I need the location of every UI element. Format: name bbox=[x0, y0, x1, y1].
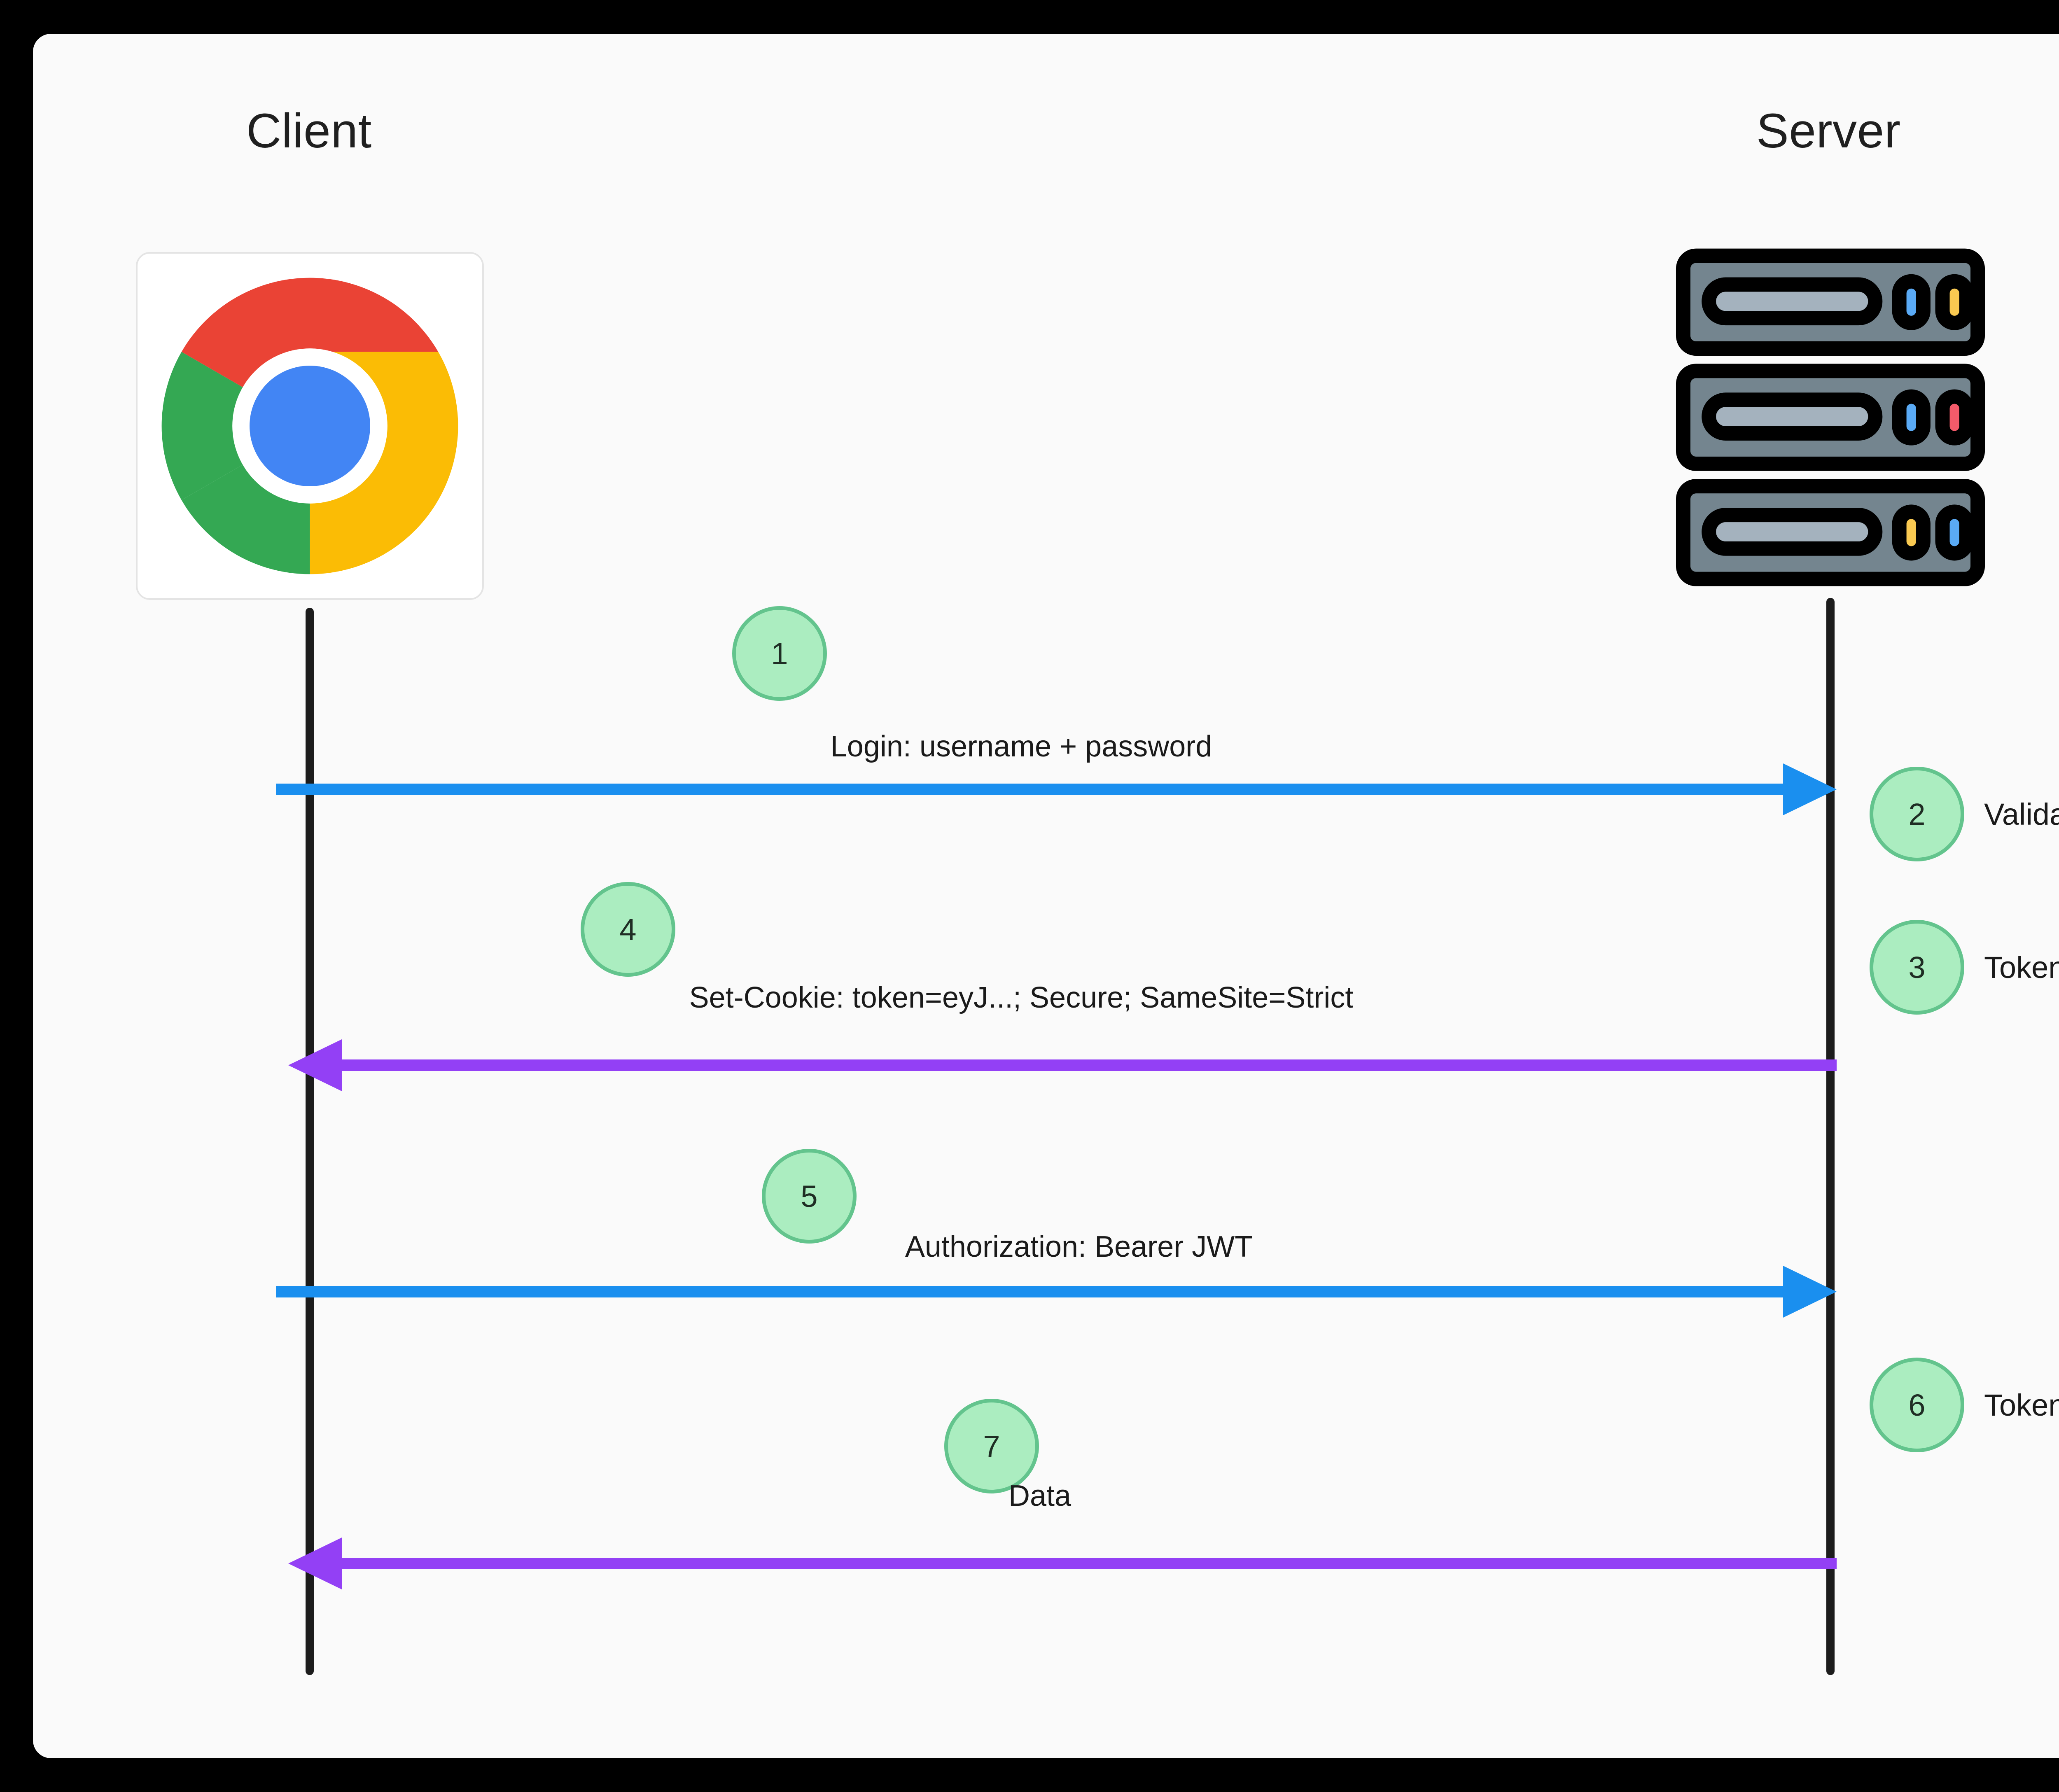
step-badge-5: 5 bbox=[762, 1149, 857, 1244]
server-rack-icon bbox=[1670, 243, 1991, 595]
diagram-canvas: Client Server bbox=[33, 34, 2059, 1758]
step-badge-1-number: 1 bbox=[771, 636, 788, 671]
step-badge-1: 1 bbox=[732, 606, 827, 701]
step-badge-3: 3 bbox=[1870, 920, 1964, 1015]
lifeline-server bbox=[1826, 598, 1835, 1675]
message-label-data: Data bbox=[1008, 1479, 1072, 1512]
message-arrow-set-cookie bbox=[288, 1032, 1837, 1098]
step-badge-4-number: 4 bbox=[619, 912, 637, 947]
step-badge-3-number: 3 bbox=[1908, 950, 1926, 985]
actor-title-server: Server bbox=[1756, 104, 1901, 158]
step-badge-6: 6 bbox=[1870, 1358, 1964, 1452]
message-label-login: Login: username + password bbox=[830, 730, 1212, 763]
actor-title-client: Client bbox=[246, 104, 372, 158]
step-badge-7-number: 7 bbox=[983, 1429, 1000, 1463]
step-badge-2-number: 2 bbox=[1908, 797, 1926, 831]
step-badge-4: 4 bbox=[581, 882, 675, 977]
server-activity-label-2: Validate Credentials bbox=[1984, 797, 2059, 831]
message-arrow-login bbox=[276, 756, 1837, 822]
server-activity-label-6: Token Validation bbox=[1984, 1388, 2059, 1422]
step-badge-7: 7 bbox=[944, 1399, 1039, 1493]
step-badge-2: 2 bbox=[1870, 767, 1964, 861]
message-label-set-cookie: Set-Cookie: token=eyJ...; Secure; SameSi… bbox=[689, 981, 1354, 1014]
message-arrow-authorization bbox=[276, 1259, 1837, 1325]
server-activity-6: 6 Token Validation bbox=[1870, 1358, 2059, 1452]
server-activity-3: 3 Token Issuance bbox=[1870, 920, 2059, 1015]
chrome-browser-icon bbox=[136, 252, 484, 600]
step-badge-6-number: 6 bbox=[1908, 1388, 1926, 1422]
lifeline-client bbox=[306, 608, 314, 1675]
server-activity-2: 2 Validate Credentials bbox=[1870, 767, 2059, 861]
server-activity-label-3: Token Issuance bbox=[1984, 950, 2059, 985]
message-label-authorization: Authorization: Bearer JWT bbox=[905, 1230, 1253, 1263]
step-badge-5-number: 5 bbox=[801, 1179, 818, 1213]
message-arrow-data bbox=[288, 1531, 1837, 1596]
